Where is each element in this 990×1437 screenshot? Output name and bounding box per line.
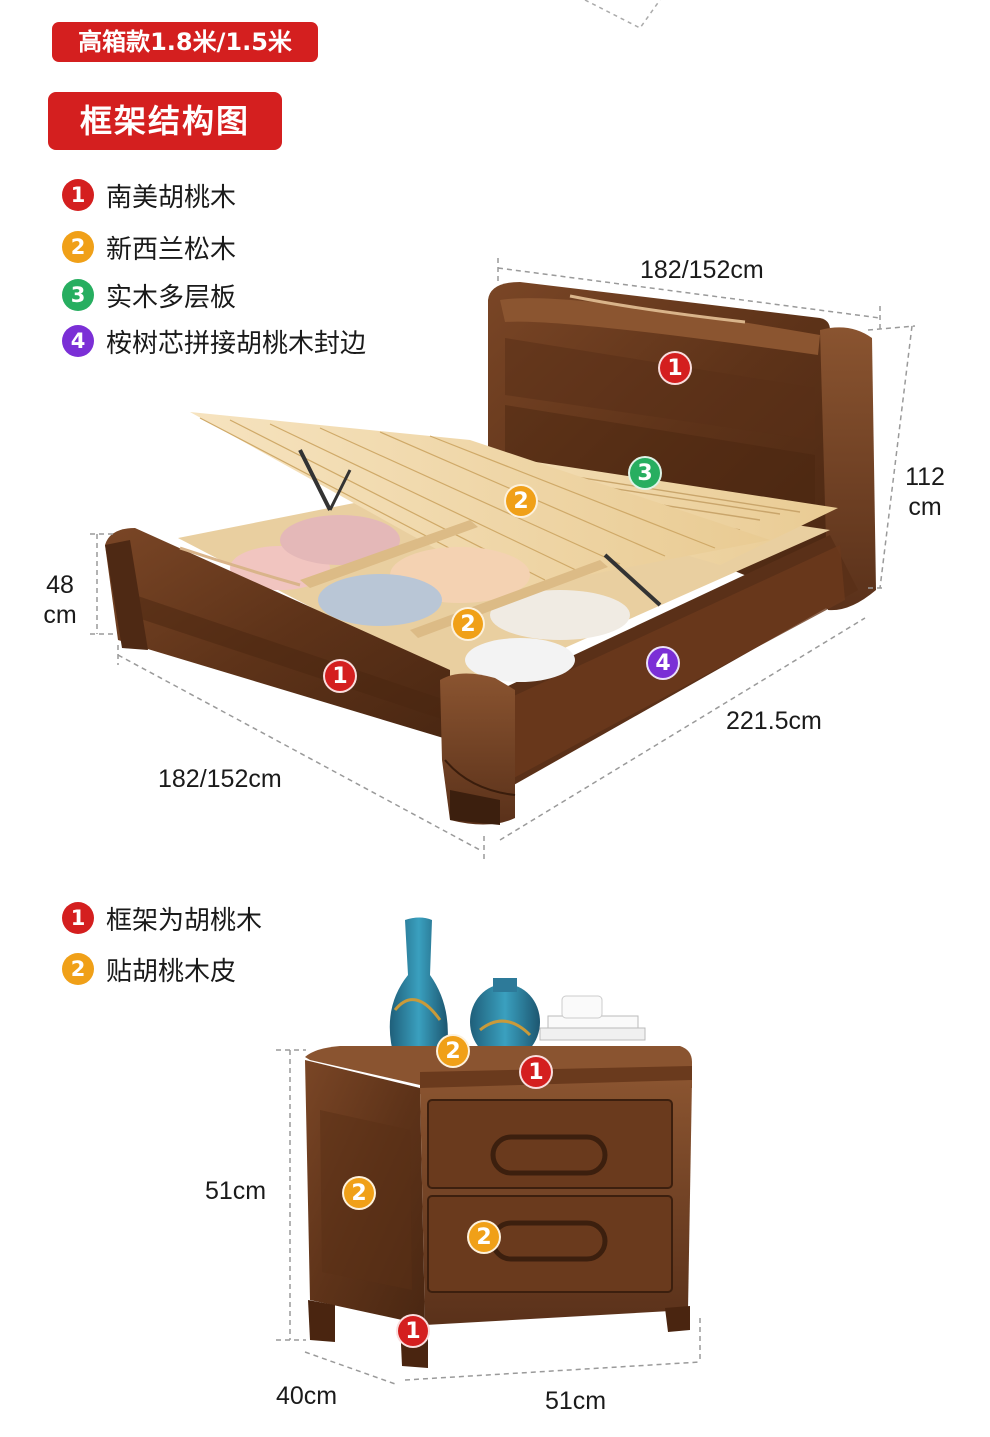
badge-1-icon: 1: [62, 179, 94, 211]
bed-headboard-width-label: 182/152cm: [640, 256, 764, 284]
badge-2-icon: 2: [62, 231, 94, 263]
bed-marker-1-icon: 1: [323, 659, 357, 693]
badge-4-icon: 4: [62, 325, 94, 357]
bed-legend-item-2: 2 新西兰松木: [62, 229, 236, 265]
bed-legend-item-3: 3 实木多层板: [62, 277, 236, 313]
bed-length-label: 221.5cm: [726, 707, 822, 735]
bed-dimension-lines: [90, 258, 916, 862]
bed-illustration: [105, 282, 876, 825]
bed-marker-2-icon: 2: [451, 607, 485, 641]
bed-marker-1-icon: 1: [658, 351, 692, 385]
nightstand-legend-item-1: 1 框架为胡桃木: [62, 900, 262, 936]
nightstand-marker-2-icon: 2: [342, 1176, 376, 1210]
bed-legend-item-1: 1 南美胡桃木: [62, 177, 236, 213]
bed-legend-label: 新西兰松木: [106, 234, 237, 265]
nightstand-height-label: 51cm: [205, 1177, 267, 1205]
bed-front-width-label: 182/152cm: [158, 765, 282, 793]
model-size-tag: 高箱款1.8米/1.5米: [52, 22, 318, 62]
section-title: 框架结构图: [48, 92, 282, 150]
badge-1-icon: 1: [62, 902, 94, 934]
nightstand-dimension-lines: [276, 1049, 701, 1386]
bed-marker-3-icon: 3: [628, 456, 662, 490]
nightstand-width-label: 51cm: [545, 1387, 607, 1415]
corner-dashed-line: [584, 0, 661, 29]
nightstand-marker-1-icon: 1: [519, 1055, 553, 1089]
bed-foot-height-label: 48 cm: [43, 571, 77, 629]
bed-marker-2-icon: 2: [504, 484, 538, 518]
bed-marker-4-icon: 4: [646, 646, 680, 680]
bed-legend-item-4: 4 桉树芯拼接胡桃木封边: [62, 323, 366, 359]
nightstand-illustration: [305, 917, 692, 1368]
nightstand-depth-label: 40cm: [276, 1382, 338, 1410]
bed-legend-label: 桉树芯拼接胡桃木封边: [106, 328, 367, 359]
badge-3-icon: 3: [62, 279, 94, 311]
bed-legend-label: 实木多层板: [106, 282, 237, 313]
nightstand-marker-2-icon: 2: [467, 1220, 501, 1254]
nightstand-legend-label: 框架为胡桃木: [106, 905, 263, 936]
nightstand-legend-label: 贴胡桃木皮: [106, 956, 237, 987]
bed-height-label: 112 cm: [905, 463, 945, 521]
nightstand-marker-1-icon: 1: [396, 1314, 430, 1348]
nightstand-legend-item-2: 2 贴胡桃木皮: [62, 951, 236, 987]
nightstand-marker-2-icon: 2: [436, 1034, 470, 1068]
bed-legend-label: 南美胡桃木: [106, 182, 237, 213]
badge-2-icon: 2: [62, 953, 94, 985]
